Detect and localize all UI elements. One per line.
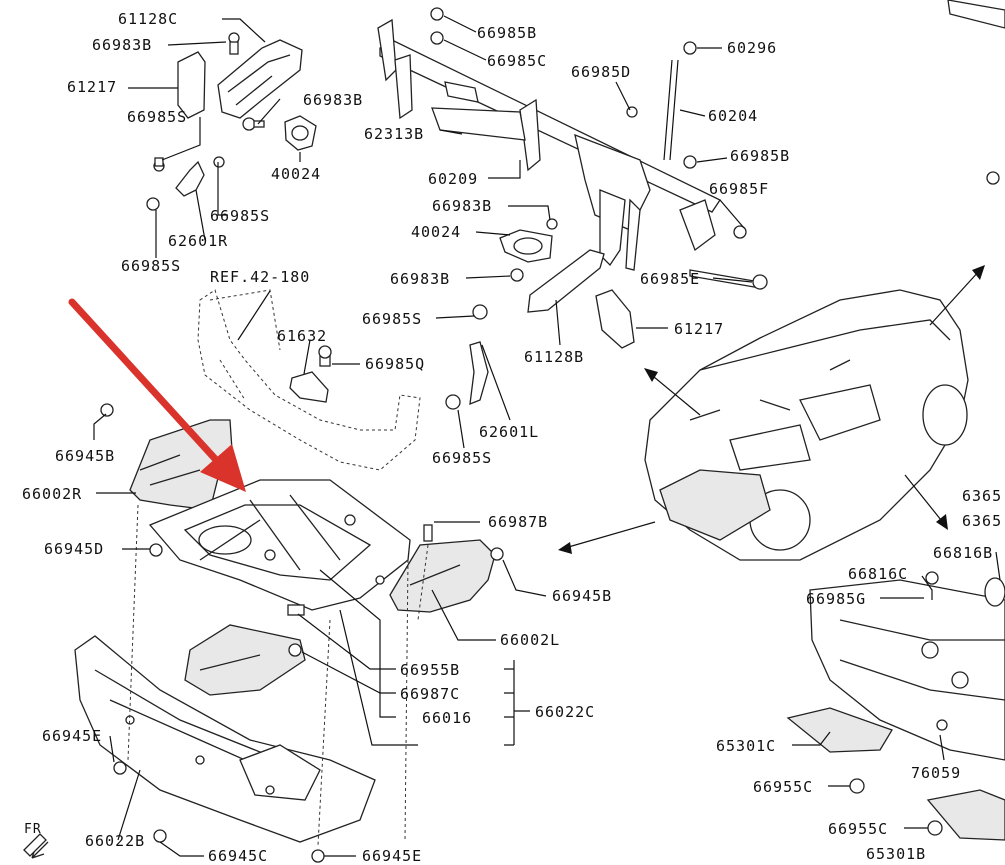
reference-frame-42-180 (197, 289, 421, 471)
label-66985D: 66985D (571, 63, 632, 81)
label-66987B: 66987B (488, 513, 549, 531)
label-reference: REF.42-180 (210, 268, 311, 286)
leader-lines (93, 15, 1001, 857)
bracket-61128B (499, 218, 605, 313)
label-66945E-b: 66945E (362, 847, 423, 865)
label-65301C: 65301C (716, 737, 777, 755)
label-61217: 61217 (67, 78, 118, 96)
clip-66945E-b (311, 849, 325, 863)
label-66983B-b: 66983B (303, 91, 364, 109)
label-6365a: 6365 (962, 487, 1003, 505)
label-60209: 60209 (428, 170, 479, 188)
bracket-61128C (217, 32, 303, 119)
label-66945C: 66945C (208, 847, 269, 865)
label-65301B: 65301B (866, 845, 927, 863)
gasket-40024 (284, 115, 317, 151)
label-61128B: 61128B (524, 348, 585, 366)
undercover-66022B (74, 635, 376, 843)
label-66816B: 66816B (933, 544, 994, 562)
label-40024-b: 40024 (411, 223, 462, 241)
label-66983B: 66983B (92, 36, 153, 54)
cover-61217 (177, 51, 206, 119)
label-66816C: 66816C (848, 565, 909, 583)
label-66985F: 66985F (709, 180, 770, 198)
label-66985C: 66985C (487, 52, 548, 70)
bracket-62601R (146, 156, 225, 211)
label-66985S-b: 66985S (210, 207, 271, 225)
label-66985G: 66985G (806, 590, 867, 608)
label-60296: 60296 (727, 39, 778, 57)
label-62601L: 62601L (479, 423, 540, 441)
label-6365b: 6365 (962, 512, 1003, 530)
exploded-view-arrows (558, 265, 985, 554)
undercover-66022C (148, 479, 411, 611)
label-66985E: 66985E (640, 270, 701, 288)
label-66985B-b: 66985B (730, 147, 791, 165)
label-66955B: 66955B (400, 661, 461, 679)
label-62313B: 62313B (364, 125, 425, 143)
bolt-66983B (242, 117, 265, 131)
bracket-61632 (289, 345, 332, 403)
label-66955C: 66955C (753, 778, 814, 796)
bracket-62601L (445, 304, 489, 410)
label-66002R: 66002R (22, 485, 83, 503)
dash-crossmember (377, 7, 768, 290)
vehicle-outline (644, 289, 969, 561)
label-61217-b: 61217 (674, 320, 725, 338)
label-66945B-b: 66945B (552, 587, 613, 605)
clip-66945D (149, 543, 163, 557)
label-66022B: 66022B (85, 832, 146, 850)
red-pointer-arrow (68, 298, 246, 492)
label-66002L: 66002L (500, 631, 561, 649)
alignment-lines (127, 504, 429, 846)
label-60204: 60204 (708, 107, 759, 125)
label-66983B-d: 66983B (390, 270, 451, 288)
label-76059: 76059 (911, 764, 962, 782)
cover-61217-right (595, 289, 635, 349)
label-61128C: 61128C (118, 10, 179, 28)
label-62601R: 62601R (168, 232, 229, 250)
label-66985S: 66985S (127, 108, 188, 126)
label-66016: 66016 (422, 709, 473, 727)
label-66985B: 66985B (477, 24, 538, 42)
label-front: FR (24, 822, 42, 837)
label-66985S-e: 66985S (432, 449, 493, 467)
clip-66945E (113, 761, 127, 775)
rear-undercover-right (786, 0, 1005, 841)
label-66945B: 66945B (55, 447, 116, 465)
label-66945D: 66945D (44, 540, 105, 558)
clip-66945C (153, 829, 167, 843)
label-61632: 61632 (277, 327, 328, 345)
cover-66016 (184, 604, 306, 696)
label-66987C: 66987C (400, 685, 461, 703)
splash-shield-66002L (389, 524, 504, 613)
label-66985S-c: 66985S (121, 257, 182, 275)
front-direction-arrow-icon (23, 833, 49, 859)
label-66945E: 66945E (42, 727, 103, 745)
label-66985Q: 66985Q (365, 355, 426, 373)
label-40024: 40024 (271, 165, 322, 183)
label-66985S-d: 66985S (362, 310, 423, 328)
label-66022C: 66022C (535, 703, 596, 721)
label-66983B-c: 66983B (432, 197, 493, 215)
label-66955C-b: 66955C (828, 820, 889, 838)
